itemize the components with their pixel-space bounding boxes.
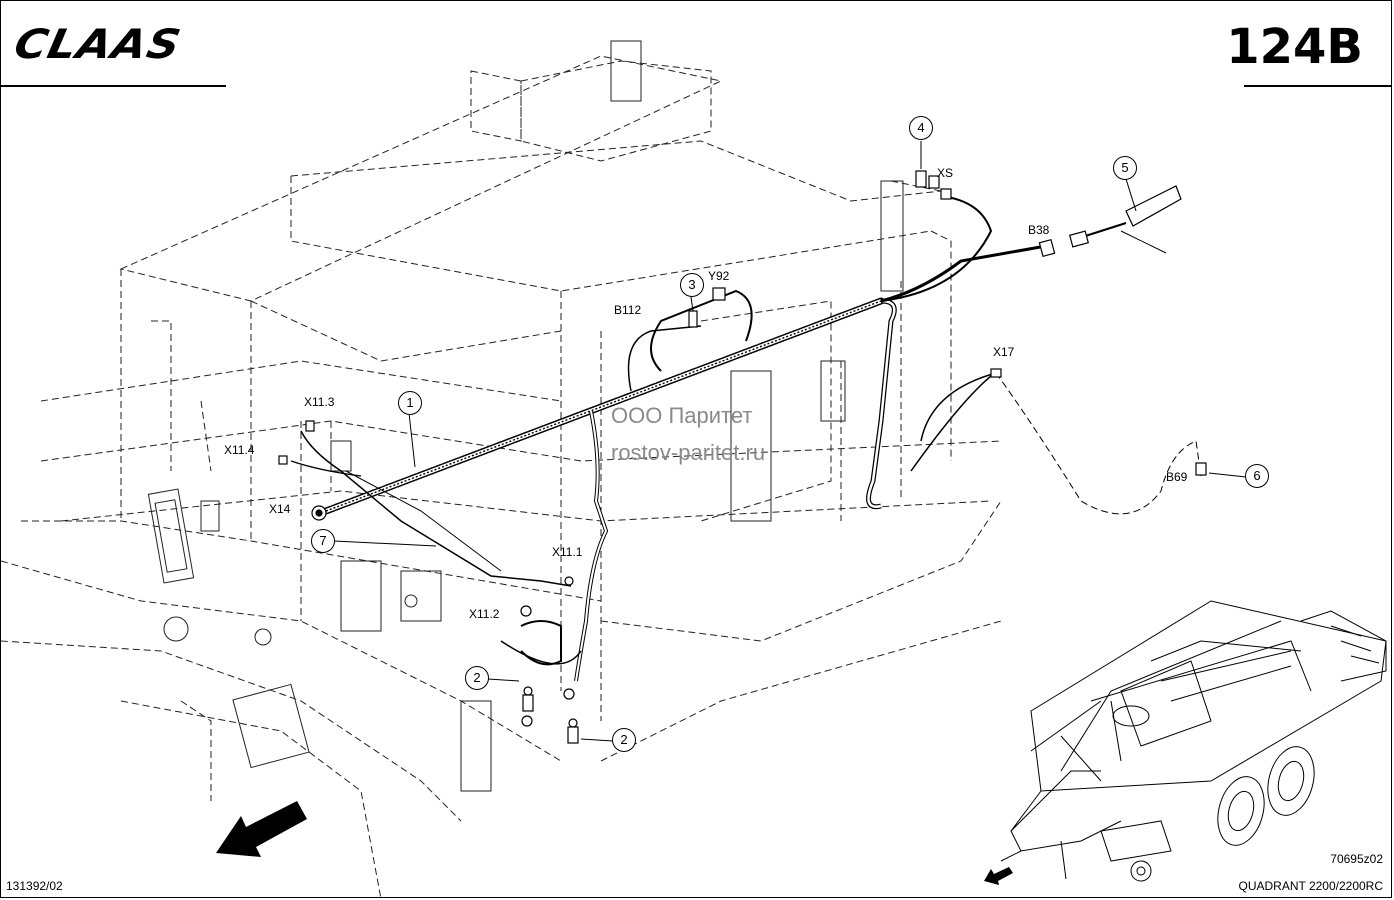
page-code: 124B — [1226, 19, 1363, 75]
drawing-id: 70695z02 — [1330, 852, 1383, 866]
callout-6: 6 — [1245, 464, 1269, 488]
label-b112: B112 — [614, 303, 642, 317]
label-x17: X17 — [993, 345, 1015, 359]
machine-inset — [1000, 600, 1387, 882]
callout-2-lower: 2 — [612, 728, 636, 752]
connectors — [278, 170, 1207, 744]
label-x11-2: X11.2 — [469, 607, 500, 621]
label-x14: X14 — [269, 502, 291, 516]
callout-7: 7 — [311, 529, 335, 553]
direction-arrow — [216, 801, 307, 857]
label-x11-4: X11.4 — [224, 443, 255, 457]
frame-outline — [1, 55, 1002, 897]
label-x11-1: X11.1 — [552, 545, 583, 559]
watermark-company: ООО Паритет — [611, 403, 753, 428]
label-y92: Y92 — [708, 269, 730, 283]
label-b38: B38 — [1028, 223, 1050, 237]
inset-direction-arrow — [984, 867, 1013, 885]
doc-number: 131392/02 — [6, 879, 63, 893]
callout-4: 4 — [909, 116, 933, 140]
label-x11-3: X11.3 — [304, 395, 335, 409]
leader-lines — [333, 141, 1247, 742]
callout-1: 1 — [398, 391, 422, 415]
label-xs: XS — [937, 166, 954, 180]
callout-2-upper: 2 — [465, 666, 489, 690]
callout-5: 5 — [1113, 156, 1137, 180]
callout-3: 3 — [680, 273, 704, 297]
frame-brackets — [147, 40, 904, 792]
label-b69: B69 — [1166, 470, 1188, 484]
model-name: QUADRANT 2200/2200RC — [1238, 879, 1383, 893]
wiring-harness — [290, 195, 1202, 682]
watermark-site: rostov-paritet.ru — [611, 440, 766, 465]
brand-logo: CLAAS — [10, 21, 186, 68]
